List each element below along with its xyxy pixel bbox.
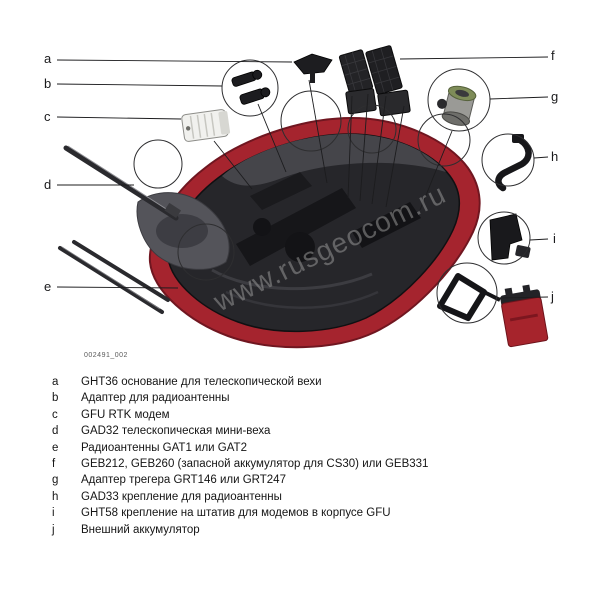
legend-item: d GAD32 телескопическая мини-веха: [52, 425, 582, 441]
legend-key: i: [52, 507, 55, 520]
legend-text: GFU RTK модем: [81, 408, 170, 421]
component-a-ght36-base: [293, 53, 333, 83]
legend-text: Внешний аккумулятор: [81, 523, 200, 536]
legend-text: GEB212, GEB260 (запасной аккумулятор для…: [81, 457, 429, 470]
legend-key: e: [52, 441, 59, 454]
foam-ridge: [211, 268, 373, 291]
legend-item: b Адаптер для радиоантенны: [52, 392, 582, 408]
component-f-batteries: [338, 45, 411, 117]
callout-letter-g: g: [551, 89, 559, 104]
component-c-gfu-rtk-modem: [181, 109, 231, 142]
component-h-gad33-mount: [495, 134, 532, 192]
legend-key: g: [52, 474, 59, 487]
foam-pocket-rect: [352, 202, 421, 248]
callout-letter-h: h: [551, 149, 559, 164]
legend-key: b: [52, 392, 59, 405]
lid-inner-wall: [222, 133, 446, 186]
callout-letter-f: f: [551, 48, 555, 63]
diagram-illustration: [56, 45, 549, 349]
legend-text: Адаптер трегера GRT146 или GRT247: [81, 474, 286, 487]
figure-id: 002491_002: [84, 352, 128, 359]
equipment-case-diagram: a b c d e f g h i j www.rusgeocom.ru 002…: [44, 45, 559, 359]
legend-item: h GAD33 крепление для радиоантенны: [52, 491, 582, 507]
legend-text: GAD33 крепление для радиоантенны: [81, 490, 282, 503]
legend-key: c: [52, 408, 58, 421]
foam-ridge-2: [225, 290, 379, 309]
callout-letter-e: e: [44, 279, 52, 294]
foam-slot: [236, 188, 356, 266]
legend-key: d: [52, 425, 59, 438]
foam-pocket-round-small: [253, 218, 271, 236]
legend-item: f GEB212, GEB260 (запасной аккумулятор д…: [52, 458, 582, 474]
transport-case: [148, 116, 481, 349]
callout-letter-d: d: [44, 177, 52, 192]
legend: a GHT36 основание для телескопической ве…: [52, 376, 582, 540]
callout-letter-b: b: [44, 76, 52, 91]
component-i-ght58-mount: [489, 213, 531, 261]
callout-letter-i: i: [553, 231, 556, 246]
legend-key: f: [52, 457, 56, 470]
component-g-tribrach-adapter: [437, 85, 477, 126]
component-e-radio-antennas: [58, 240, 170, 314]
legend-item: i GHT58 крепление на штатив для модемов …: [52, 507, 582, 523]
leader-lines: [56, 56, 549, 299]
legend-key: h: [52, 490, 59, 503]
legend-item: g Адаптер трегера GRT146 или GRT247: [52, 474, 582, 490]
legend-key: j: [52, 523, 55, 536]
legend-key: a: [52, 376, 59, 388]
legend-text: GAD32 телескопическая мини-веха: [81, 425, 271, 438]
foam-pocket-round: [285, 232, 315, 262]
component-b-antenna-adapters: [231, 69, 271, 105]
legend-text: GHT36 основание для телескопической вехи: [81, 376, 322, 388]
legend-item: c GFU RTK модем: [52, 409, 582, 425]
foam-pocket-upper: [250, 172, 312, 210]
legend-item: j Внешний аккумулятор: [52, 524, 582, 540]
legend-item: e Радиоантенны GAT1 или GAT2: [52, 442, 582, 458]
component-j-external-battery: [437, 273, 549, 348]
legend-text: GHT58 крепление на штатив для модемов в …: [81, 507, 391, 520]
callout-letter-a: a: [44, 51, 52, 66]
legend-text: Радиоантенны GAT1 или GAT2: [81, 441, 247, 454]
callout-letter-j: j: [551, 289, 554, 304]
legend-text: Адаптер для радиоантенны: [81, 392, 230, 405]
case-side-tray: [136, 192, 230, 270]
legend-item: a GHT36 основание для телескопической ве…: [52, 376, 582, 392]
component-d-gad32-minipole: [63, 145, 182, 221]
callout-letter-c: c: [44, 109, 51, 124]
callout-circles: [133, 59, 535, 324]
